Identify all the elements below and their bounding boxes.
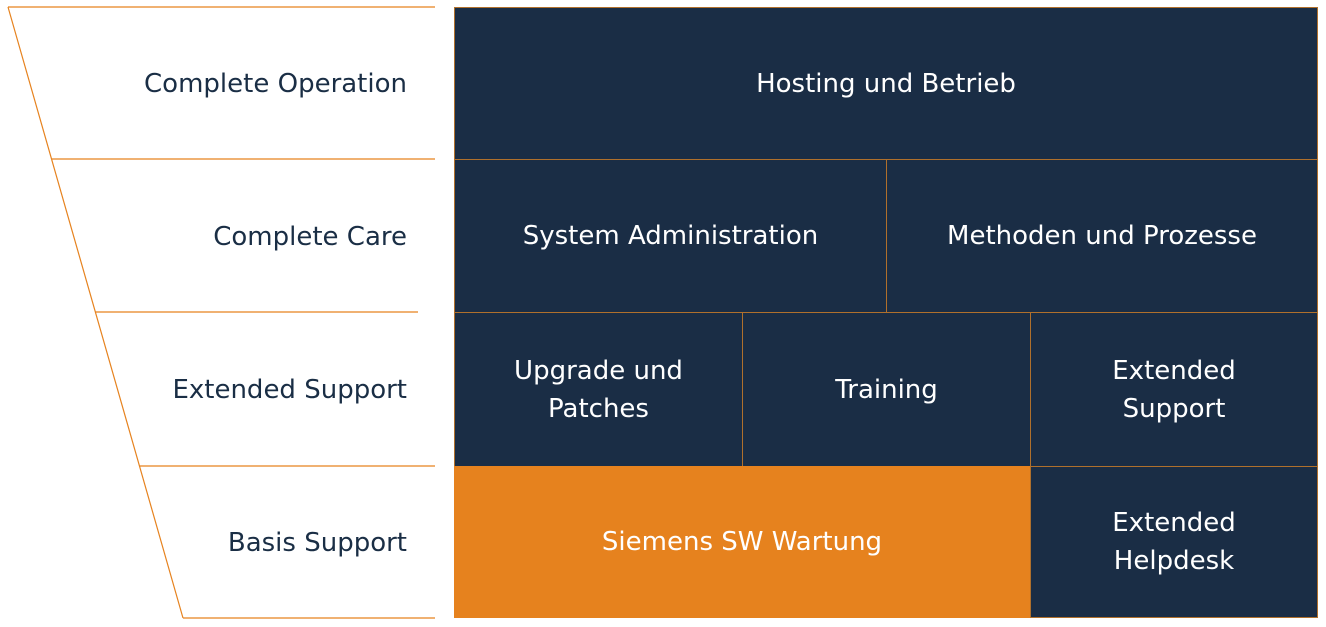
cell-label: Siemens SW Wartung <box>601 527 883 557</box>
level-extended-support: Extended Support <box>172 375 407 405</box>
cell-label: Hosting und Betrieb <box>756 68 1016 99</box>
cell-siemens-wartung: Siemens SW Wartung <box>454 466 1030 618</box>
cell-label: Training <box>835 374 938 405</box>
level-basis-support: Basis Support <box>227 528 407 558</box>
cell-training: Training <box>742 312 1031 467</box>
cell-label: System Administration <box>522 221 819 251</box>
cell-extended-helpdesk: Extended Helpdesk <box>1030 466 1318 618</box>
cell-extended-support: Extended Support <box>1030 312 1318 467</box>
cell-label: Extended Helpdesk <box>1112 508 1236 576</box>
cell-system-administration: System Administration <box>454 159 887 313</box>
level-complete-care: Complete Care <box>213 222 407 252</box>
cell-label: Extended Support <box>1112 355 1236 424</box>
cell-label: Methoden und Prozesse <box>947 221 1257 251</box>
level-complete-operation: Complete Operation <box>144 69 407 99</box>
cell-hosting: Hosting und Betrieb <box>454 7 1318 160</box>
cell-label: Upgrade und Patches <box>514 355 683 424</box>
cell-methoden: Methoden und Prozesse <box>886 159 1318 313</box>
cell-upgrade: Upgrade und Patches <box>454 312 743 467</box>
funnel-outline <box>7 6 435 619</box>
